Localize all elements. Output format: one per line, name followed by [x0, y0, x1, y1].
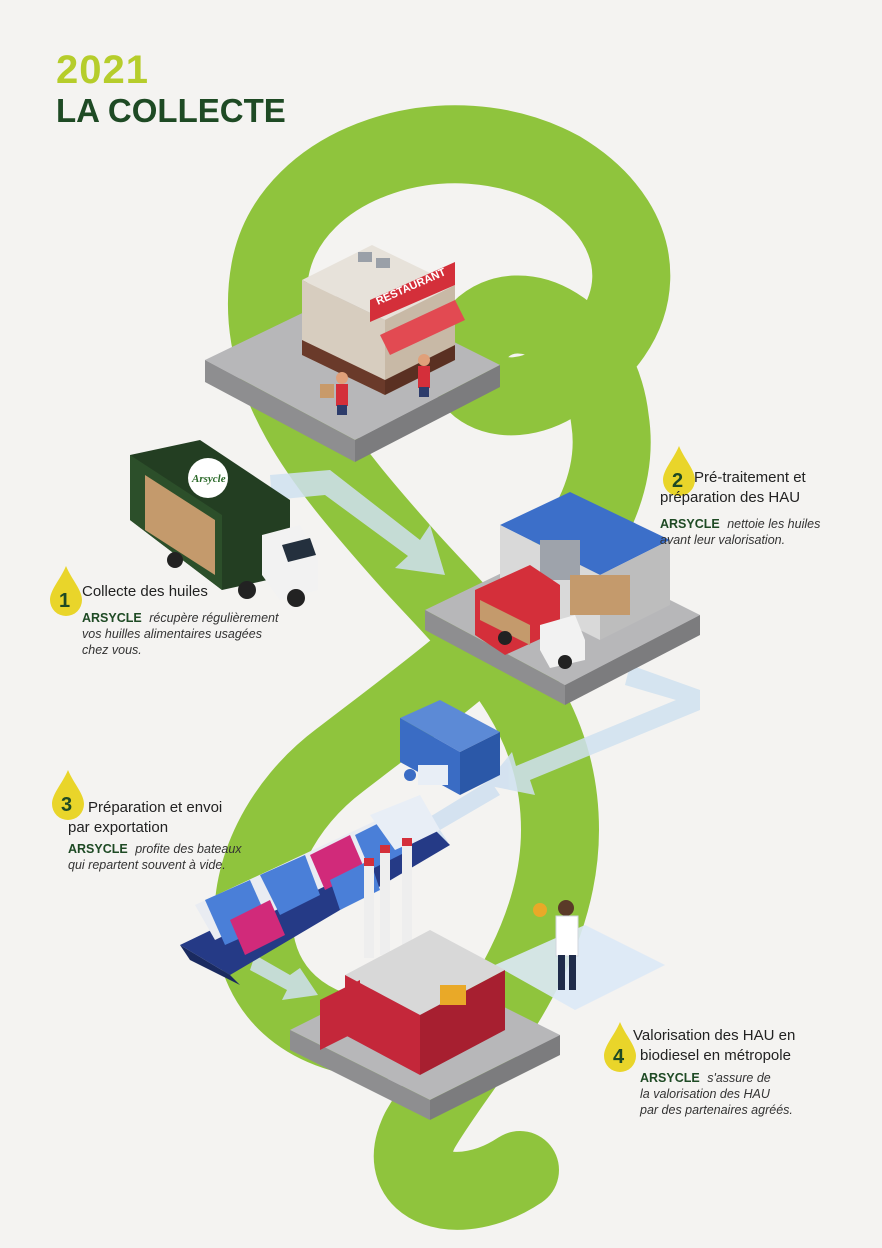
step-text-line: la valorisation des HAU [640, 1087, 771, 1101]
arrow-2 [485, 665, 700, 795]
lab-scene [495, 900, 665, 1010]
page-year: 2021 [56, 48, 149, 92]
oil-drop-icon [52, 770, 84, 820]
step-number: 1 [59, 590, 70, 612]
oil-drop-icon [663, 446, 695, 496]
oil-drop-icon [604, 1022, 636, 1072]
step-number: 2 [672, 470, 683, 492]
brand-name: ARSYCLE [640, 1071, 700, 1085]
flask-icon [533, 903, 547, 917]
truck-logo-text: Arsycle [191, 473, 226, 485]
restaurant-scene: RESTAURANT [205, 245, 500, 462]
step-title: Collecte des huiles [82, 583, 208, 600]
step-title-line: Pré-traitement et [694, 469, 807, 486]
step-text-line: profite des bateaux [134, 842, 242, 856]
step-title-line: par exportation [68, 819, 168, 836]
shipping-container [400, 700, 500, 795]
step-title-line: Préparation et envoi [88, 799, 222, 816]
collection-truck: Arsycle [130, 440, 318, 607]
step-text-line: qui repartent souvent à vide. [68, 858, 226, 872]
step-title-line: biodiesel en métropole [640, 1047, 791, 1064]
arrow-4 [250, 955, 318, 1000]
arrow-1 [270, 470, 445, 575]
step-title-line: Valorisation des HAU en [633, 1027, 795, 1044]
svg-text:ARSYCLE s'assure de: ARSYCLE s'assure de [640, 1071, 771, 1085]
step-number: 3 [61, 794, 72, 816]
step-text-line: par des partenaires agréés. [639, 1103, 793, 1117]
step-text-line: avant leur valorisation. [660, 533, 785, 547]
brand-name: ARSYCLE [660, 517, 720, 531]
biodiesel-factory [290, 838, 560, 1120]
warehouse-scene [425, 492, 700, 705]
svg-text:ARSYCLE nettoie les huil: ARSYCLE nettoie les huiles [660, 517, 820, 531]
step-text-line: s'assure de [707, 1071, 771, 1085]
step-text-line: vos huilles alimentaires usagées [82, 627, 262, 641]
step-3: 3 Préparation et envoi par exportation A… [52, 770, 242, 872]
step-text-line: chez vous. [82, 643, 142, 657]
svg-text:ARSYCLE récupère réguliè: ARSYCLE récupère régulièrement [82, 611, 279, 625]
step-title-line: préparation des HAU [660, 489, 800, 506]
scientist-head [558, 900, 574, 916]
cargo-ship [180, 795, 450, 985]
step-1: 1 Collecte des huiles ARSYCLE récupère r… [50, 566, 279, 657]
page-title: LA COLLECTE [56, 92, 286, 129]
oil-drop-icon [50, 566, 82, 616]
arsycle-logo [188, 458, 228, 498]
svg-text:ARSYCLE profite des bate: ARSYCLE profite des bateaux [68, 842, 242, 856]
brand-name: ARSYCLE [68, 842, 128, 856]
brand-name: ARSYCLE [82, 611, 142, 625]
step-text-line: récupère régulièrement [149, 611, 279, 625]
step-text-line: nettoie les huiles [727, 517, 820, 531]
step-number: 4 [613, 1046, 625, 1068]
step-2: 2 Pré-traitement et préparation des HAU … [660, 446, 820, 547]
step-4: 4 Valorisation des HAU en biodiesel en m… [604, 1022, 795, 1117]
